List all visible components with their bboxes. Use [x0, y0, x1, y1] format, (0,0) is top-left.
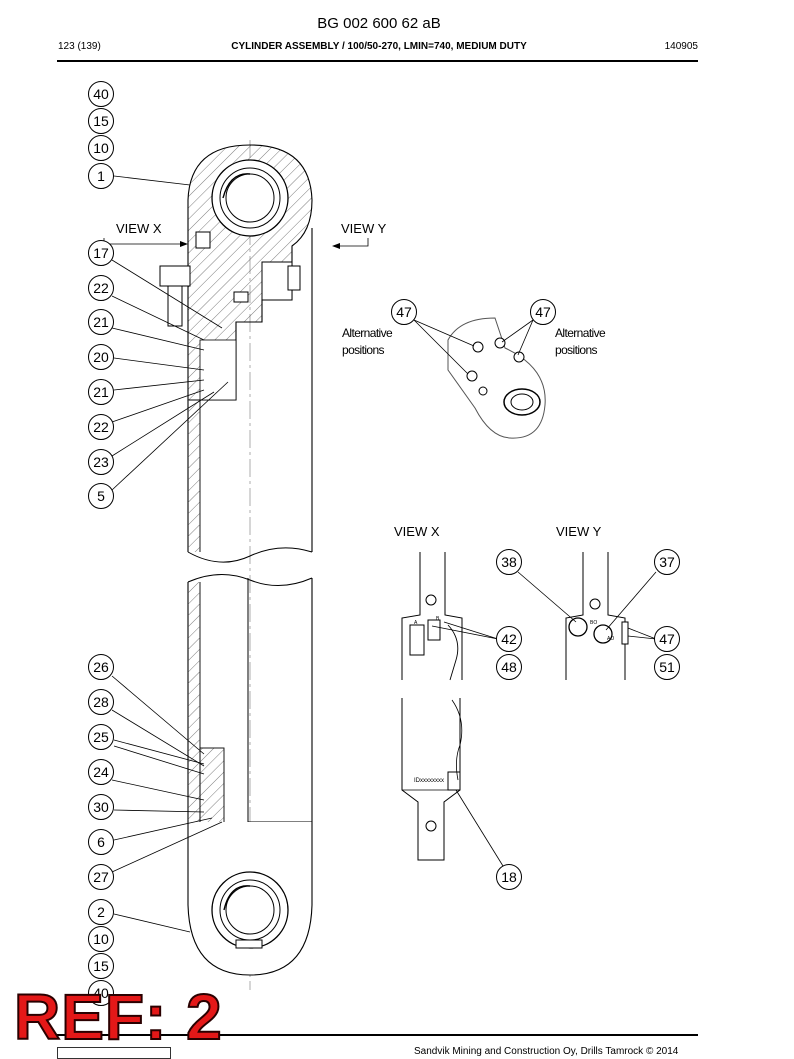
svg-text:47: 47 [659, 631, 675, 647]
callout-30: 30 [88, 794, 114, 820]
svg-text:20: 20 [93, 349, 109, 365]
svg-text:47: 47 [535, 304, 551, 320]
piston-rod-detail [401, 698, 463, 861]
sheet-title: CYLINDER ASSEMBLY / 100/50-270, LMIN=740… [231, 41, 527, 52]
callout-6: 6 [88, 829, 114, 855]
callout-38: 38 [496, 549, 522, 575]
svg-text:25: 25 [93, 729, 109, 745]
alternative-label-left: Alternative [342, 326, 393, 340]
svg-text:15: 15 [93, 113, 109, 129]
callout-26: 26 [88, 654, 114, 680]
callout-18: 18 [496, 864, 522, 890]
ref-stamp: REF: 2 [13, 981, 223, 1053]
date-code: 140905 [664, 41, 698, 52]
svg-text:22: 22 [93, 419, 109, 435]
positions-label-right: positions [555, 343, 598, 357]
svg-text:47: 47 [396, 304, 412, 320]
top-clevis [159, 144, 313, 401]
svg-text:21: 21 [93, 314, 109, 330]
callout-42: 42 [496, 626, 522, 652]
port-a-marking: A [414, 620, 418, 626]
callout-17: 17 [88, 240, 114, 266]
svg-text:28: 28 [93, 694, 109, 710]
footer-rule [57, 1034, 698, 1036]
callout-10-bottom: 10 [88, 926, 114, 952]
positions-label-left: positions [342, 343, 385, 357]
callout-28: 28 [88, 689, 114, 715]
id-engraving: IDxxxxxxxx [414, 778, 444, 784]
alternative-label-right: Alternative [555, 326, 606, 340]
svg-text:40: 40 [93, 86, 109, 102]
lower-cylinder-tube [187, 573, 313, 825]
svg-text:17: 17 [93, 245, 109, 261]
view-y-label: VIEW Y [341, 221, 387, 236]
svg-text:22: 22 [93, 280, 109, 296]
svg-text:27: 27 [93, 869, 109, 885]
callout-1: 1 [88, 163, 114, 189]
svg-text:40: 40 [93, 985, 109, 1001]
document-number: BG 002 600 62 aB [317, 15, 441, 32]
callout-51: 51 [654, 654, 680, 680]
svg-text:18: 18 [501, 869, 517, 885]
svg-text:24: 24 [93, 764, 109, 780]
svg-text:38: 38 [501, 554, 517, 570]
callout-21-b: 21 [88, 379, 114, 405]
port-ao-marking: AO [607, 636, 614, 642]
svg-text:2: 2 [97, 904, 105, 920]
isometric-detail [447, 317, 546, 439]
callout-40-bottom: 40 [88, 980, 114, 1006]
callout-47-left: 47 [391, 299, 417, 325]
callout-47-side: 47 [654, 626, 680, 652]
page-reference: 123 (139) [58, 41, 101, 52]
view-y-detail [565, 552, 629, 680]
svg-text:37: 37 [659, 554, 675, 570]
svg-text:51: 51 [659, 659, 675, 675]
svg-text:26: 26 [93, 659, 109, 675]
callout-2: 2 [88, 899, 114, 925]
callout-10-top: 10 [88, 135, 114, 161]
svg-text:10: 10 [93, 931, 109, 947]
svg-text:10: 10 [93, 140, 109, 156]
svg-text:21: 21 [93, 384, 109, 400]
callout-27: 27 [88, 864, 114, 890]
svg-text:15: 15 [93, 958, 109, 974]
callout-25: 25 [88, 724, 114, 750]
callout-40-top: 40 [88, 81, 114, 107]
bottom-clevis [187, 822, 313, 976]
svg-text:1: 1 [97, 168, 105, 184]
svg-text:5: 5 [97, 488, 105, 504]
callout-37: 37 [654, 549, 680, 575]
callout-23: 23 [88, 449, 114, 475]
callout-21-a: 21 [88, 309, 114, 335]
callout-15-bottom: 15 [88, 953, 114, 979]
view-x-detail-label: VIEW X [394, 524, 440, 539]
callout-22-b: 22 [88, 414, 114, 440]
header-rule [57, 60, 698, 62]
callout-48: 48 [496, 654, 522, 680]
callout-20: 20 [88, 344, 114, 370]
copyright-notice: Sandvik Mining and Construction Oy, Dril… [414, 1046, 679, 1057]
callout-24: 24 [88, 759, 114, 785]
svg-text:30: 30 [93, 799, 109, 815]
svg-text:6: 6 [97, 834, 105, 850]
svg-text:48: 48 [501, 659, 517, 675]
callout-22-a: 22 [88, 275, 114, 301]
view-x-label: VIEW X [116, 221, 162, 236]
callout-47-right: 47 [530, 299, 556, 325]
upper-cylinder-tube [187, 228, 313, 563]
svg-text:42: 42 [501, 631, 517, 647]
view-x-detail [401, 552, 463, 681]
view-y-detail-label: VIEW Y [556, 524, 602, 539]
port-b-marking: B [436, 616, 440, 622]
leader-lines [111, 175, 657, 933]
port-bo-marking: BO [590, 620, 597, 626]
svg-text:23: 23 [93, 454, 109, 470]
callout-5: 5 [88, 483, 114, 509]
callout-15-top: 15 [88, 108, 114, 134]
